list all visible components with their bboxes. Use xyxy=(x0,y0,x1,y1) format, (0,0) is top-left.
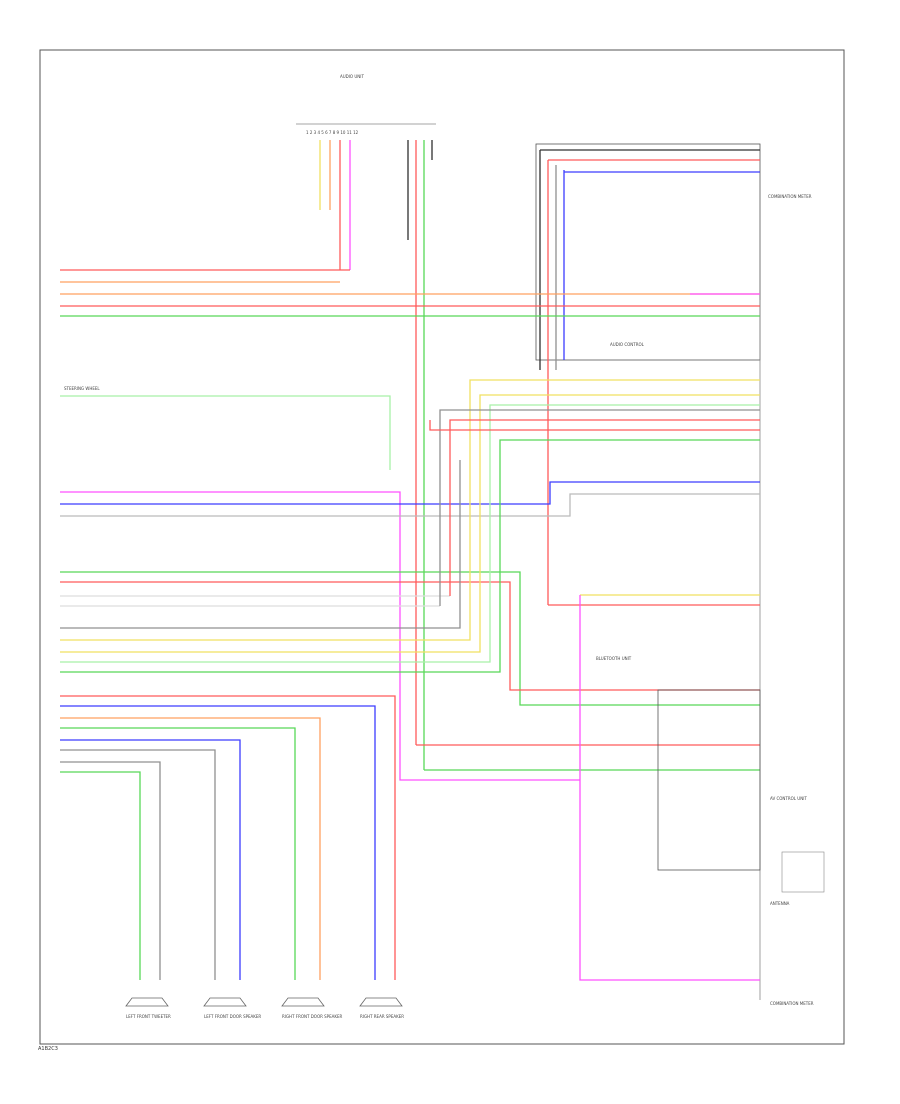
diagram-border xyxy=(39,49,845,1045)
pin-legend: 1 2 3 4 5 6 7 8 9 10 11 12 xyxy=(306,130,359,135)
sub-component-1-label: AV CONTROL UNIT xyxy=(770,796,807,801)
right-component-note: AUDIO CONTROL xyxy=(610,342,645,347)
right-component-box xyxy=(535,143,761,361)
speaker-label-2: LEFT FRONT DOOR SPEAKER xyxy=(204,1014,261,1019)
sub-component-box xyxy=(657,689,761,871)
speaker-label-4: RIGHT REAR SPEAKER xyxy=(360,1014,404,1019)
speaker-wires xyxy=(60,695,396,980)
speaker-label-1: LEFT FRONT TWEETER xyxy=(126,1014,171,1019)
vertical-wires xyxy=(319,140,565,770)
top-unit-label: AUDIO UNIT xyxy=(340,74,364,79)
harness-wires xyxy=(60,269,760,981)
left-component-label: STEERING WHEEL xyxy=(64,386,100,391)
speaker-symbols xyxy=(125,997,403,1007)
connector-wires-top xyxy=(540,149,760,173)
right-component-label: COMBINATION METER xyxy=(768,194,812,199)
page-id: A1B2C3 xyxy=(38,1046,58,1052)
sub-component-3-label: ANTENNA xyxy=(770,901,790,906)
bottom-right-label: COMBINATION METER xyxy=(770,1001,814,1006)
antenna-box xyxy=(781,851,825,893)
sub-component-2-label: BLUETOOTH UNIT xyxy=(596,656,632,661)
speaker-label-3: RIGHT FRONT DOOR SPEAKER xyxy=(282,1014,343,1019)
